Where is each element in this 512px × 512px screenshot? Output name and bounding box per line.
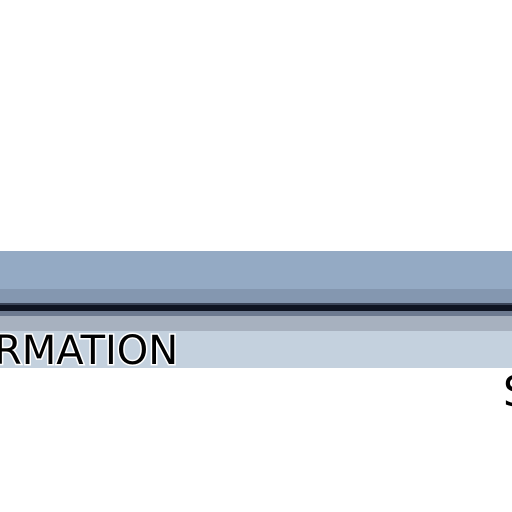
- section-header-bar: [0, 331, 512, 368]
- header-divider-shadow: [0, 311, 512, 316]
- section-title: RMATION: [0, 328, 180, 374]
- header-divider-black: [0, 305, 512, 311]
- header-divider-dark: [0, 303, 512, 305]
- header-band-mid: [0, 289, 512, 303]
- partial-heading-text: S: [503, 370, 512, 414]
- header-band-gray: [0, 316, 512, 331]
- partial-heading-clip: S: [490, 360, 512, 420]
- section-title-clip: RMATION: [0, 320, 230, 380]
- header-band-top: [0, 251, 512, 289]
